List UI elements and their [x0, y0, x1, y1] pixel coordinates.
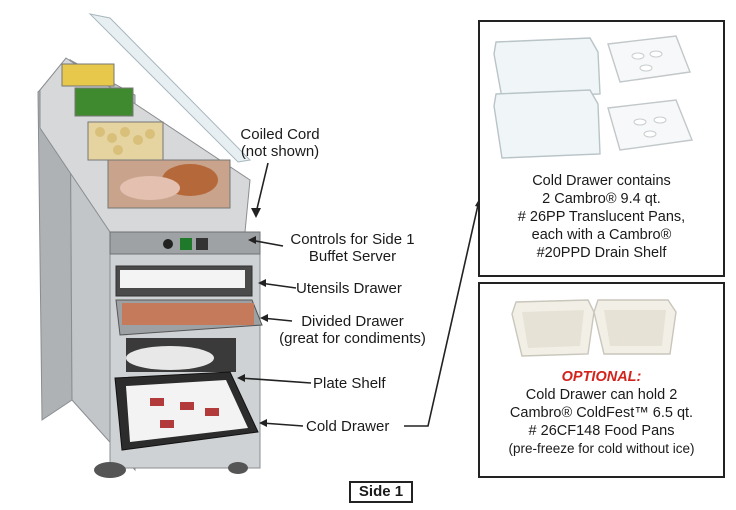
box1-line-2: 2 Cambro® 9.4 qt.: [542, 191, 661, 207]
optional-coldfest-text: OPTIONAL: Cold Drawer can hold 2 Cambro®…: [480, 368, 723, 458]
box2-line-2: Cambro® ColdFest™ 6.5 qt.: [509, 405, 694, 421]
controls-label: Controls for Side 1: [290, 231, 415, 248]
coiled-cord-note: (not shown): [240, 143, 320, 160]
utensils-drawer-label: Utensils Drawer: [296, 280, 402, 297]
box1-line-3: # 26PP Translucent Pans,: [517, 209, 686, 225]
box2-line-3: # 26CF148 Food Pans: [528, 423, 675, 439]
optional-label: OPTIONAL:: [561, 369, 642, 385]
controls-sublabel: Buffet Server: [308, 248, 397, 265]
callout-cold-drawer: Cold Drawer: [306, 418, 389, 435]
callout-coiled-cord: Coiled Cord (not shown): [230, 126, 330, 160]
side-label: Side 1: [349, 481, 413, 503]
translucent-pans-image: [493, 35, 693, 159]
box1-line-5: #20PPD Drain Shelf: [536, 245, 667, 261]
divided-drawer-label: Divided Drawer: [301, 313, 404, 330]
box1-line-4: each with a Cambro®: [531, 227, 672, 243]
callout-utensils-drawer: Utensils Drawer: [296, 280, 402, 297]
optional-coldfest-box: OPTIONAL: Cold Drawer can hold 2 Cambro®…: [478, 282, 725, 478]
coiled-cord-label: Coiled Cord: [240, 126, 320, 143]
box2-line-4: (pre-freeze for cold without ice): [508, 441, 695, 456]
plate-shelf-label: Plate Shelf: [313, 375, 386, 392]
divided-drawer-note: (great for condiments): [279, 330, 426, 347]
cold-drawer-pans-text: Cold Drawer contains 2 Cambro® 9.4 qt. #…: [480, 172, 723, 262]
callout-plate-shelf: Plate Shelf: [313, 375, 386, 392]
callout-divided-drawer: Divided Drawer (great for condiments): [270, 313, 435, 347]
cold-drawer-pans-box: Cold Drawer contains 2 Cambro® 9.4 qt. #…: [478, 20, 725, 277]
box2-line-1: Cold Drawer can hold 2: [525, 387, 678, 403]
coldfest-pans-image: [511, 299, 677, 357]
callout-controls: Controls for Side 1 Buffet Server: [280, 231, 425, 265]
cold-drawer-label: Cold Drawer: [306, 418, 390, 435]
box1-line-1: Cold Drawer contains: [532, 173, 671, 189]
